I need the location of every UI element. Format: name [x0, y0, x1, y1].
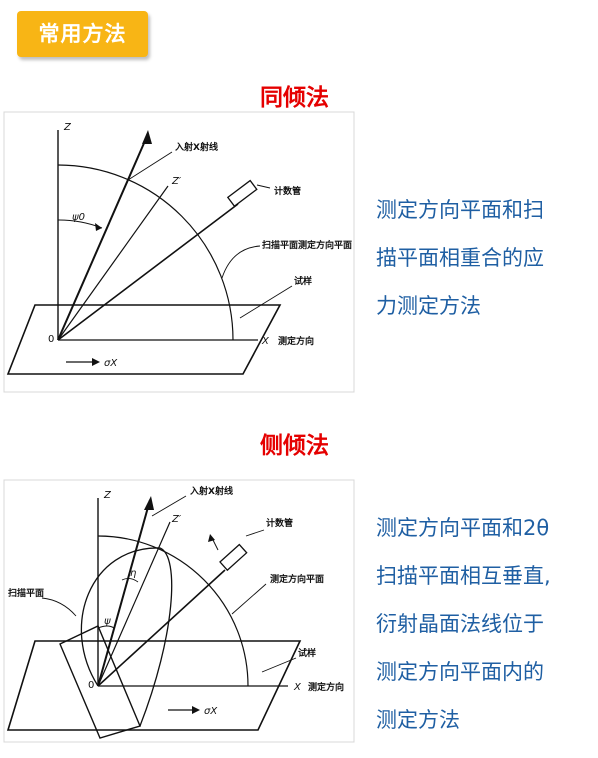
detector-pointer-head: [208, 534, 215, 542]
measure-plane-label: 测定方向平面: [270, 573, 324, 585]
sample-label: 试样: [294, 275, 312, 287]
section1-description: 测定方向平面和扫 描平面相重合的应 力测定方法: [376, 186, 544, 330]
description-line: 测定方向平面和2θ: [376, 516, 550, 540]
description-line: 测定方向平面内的: [376, 660, 544, 684]
section1-title: 同倾法: [260, 85, 329, 111]
z-prime-label: Z′: [171, 514, 182, 525]
description-line: 扫描平面相互垂直,: [376, 564, 551, 588]
eta-label: η: [130, 568, 136, 579]
z-label: Z: [103, 490, 112, 501]
eta-arc: [121, 577, 139, 583]
incident-leader: [127, 151, 173, 181]
description-line: 描平面相重合的应: [376, 246, 544, 270]
sample-plate: [6, 304, 282, 375]
psi-label: ψ: [104, 616, 111, 627]
scan-plane-loop: [80, 547, 173, 727]
measure-plane-leader: [231, 583, 267, 615]
method-badge: 常用方法: [17, 11, 148, 57]
side-tilt-diagram: Z 入射X射线 Z′ η ψ 计数管 测定方向平面 扫描平面 试样 0 X 测定…: [3, 479, 355, 743]
sigma-label: σX: [204, 706, 218, 717]
scan-arc: [57, 164, 234, 341]
diagram-frame: [3, 479, 355, 743]
sample-leader: [239, 285, 293, 319]
detector-leader: [256, 184, 271, 189]
arc-leader: [221, 245, 261, 279]
scan-plane-label: 扫描平面: [8, 587, 44, 599]
sample-label: 试样: [298, 647, 316, 659]
sample-leader: [261, 657, 297, 673]
incident-arrowhead: [142, 130, 152, 144]
z-prime-line: [97, 521, 171, 687]
detector-leader: [245, 529, 265, 537]
incident-leader: [151, 495, 187, 517]
incident-label: 入射X射线: [189, 485, 233, 497]
measure-arc: [97, 535, 249, 687]
description-line: 力测定方法: [376, 294, 481, 318]
incident-label: 入射X射线: [174, 141, 218, 153]
psi0-label: ψ0: [72, 212, 85, 223]
sigma-arrowhead: [192, 706, 200, 714]
scan-plane-label: 扫描平面测定方向平面: [262, 239, 352, 251]
diagram-frame: [3, 111, 355, 393]
same-tilt-diagram: Z 入射X射线 Z′ ψ0 计数管 扫描平面测定方向平面 试样 0 X 测定方向…: [3, 111, 355, 393]
detector-label: 计数管: [266, 517, 293, 529]
section2-description: 测定方向平面和2θ 扫描平面相互垂直, 衍射晶面法线位于 测定方向平面内的 测定…: [376, 504, 551, 744]
detector-label: 计数管: [274, 185, 301, 197]
x-label: X: [293, 682, 302, 693]
z-prime-line: [57, 185, 169, 341]
measure-dir-label: 测定方向: [278, 335, 314, 347]
detector-box: [219, 543, 248, 572]
incident-beam: [97, 499, 151, 687]
detector-box: [226, 179, 258, 208]
psi0-arrow: [95, 223, 102, 231]
description-line: 测定方向平面和扫: [376, 198, 544, 222]
x-label: X: [261, 336, 270, 347]
diffracted-beam: [57, 203, 239, 341]
diffracted-beam: [97, 569, 226, 687]
scan-plane-leader: [41, 597, 77, 617]
origin-label: 0: [88, 680, 94, 691]
description-line: 测定方法: [376, 708, 460, 732]
incident-beam: [57, 133, 149, 341]
description-line: 衍射晶面法线位于: [376, 612, 544, 636]
section2-title: 侧倾法: [260, 433, 329, 459]
origin-label: 0: [48, 334, 54, 345]
sigma-arrowhead: [92, 358, 100, 366]
z-prime-label: Z′: [171, 176, 182, 187]
sigma-label: σX: [104, 358, 118, 369]
measure-dir-label: 测定方向: [308, 681, 344, 693]
z-label: Z: [63, 122, 72, 133]
incident-arrowhead: [144, 496, 154, 510]
psi-arc: [97, 625, 115, 629]
